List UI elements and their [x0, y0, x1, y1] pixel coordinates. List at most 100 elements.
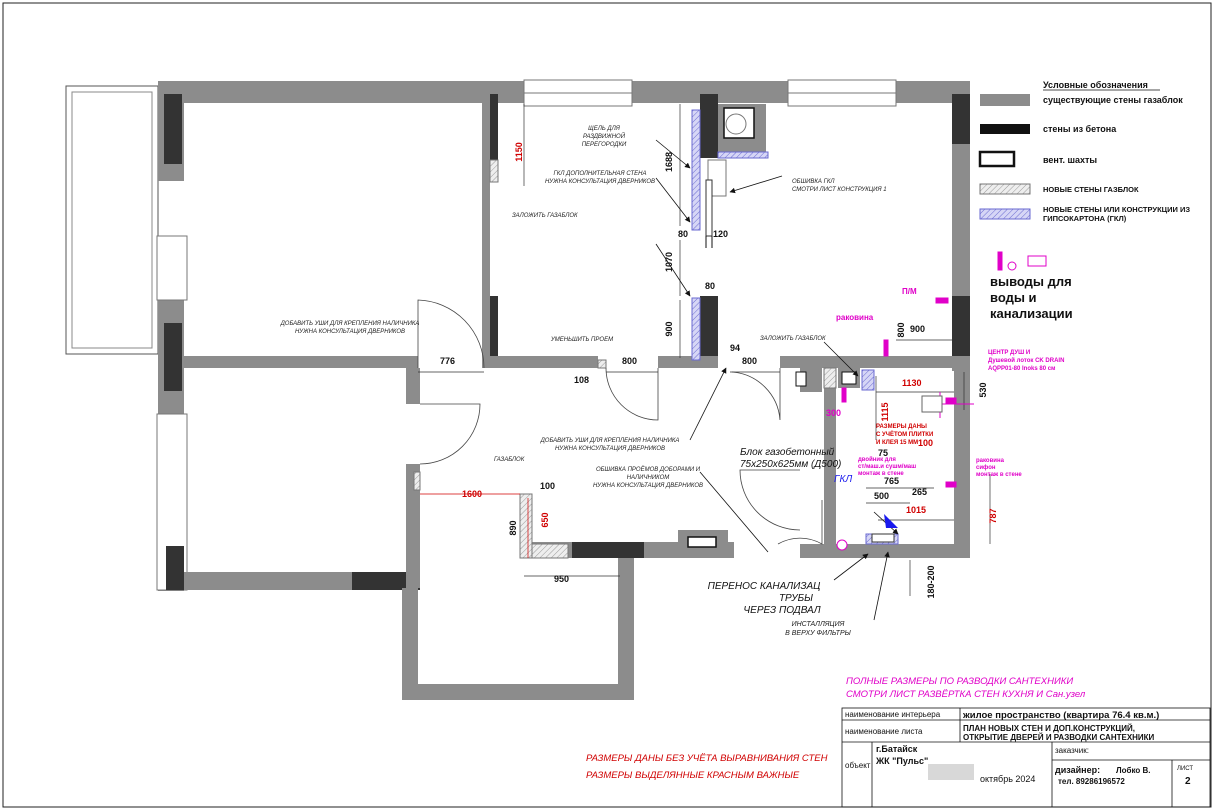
dim-800b: 800: [742, 356, 757, 366]
label-siphon-2: сифон: [976, 464, 996, 471]
legend-water-2: воды и: [990, 290, 1037, 305]
dim-80b: 80: [705, 281, 715, 291]
note-perenos: ПЕРЕНОС КАНАЛИЗАЦ: [708, 581, 821, 592]
plumbing-labels: П/М раковина ЦЕНТР ДУШ И Душевой лоток C…: [836, 287, 1064, 478]
tb-sheet-no-label: ЛИСТ: [1177, 766, 1193, 772]
note-ears: ДОБАВИТЬ УШИ ДЛЯ КРЕПЛЕНИЯ НАЛИЧНИКА: [280, 321, 420, 327]
door-swings: [417, 299, 823, 545]
label-pm: П/М: [902, 287, 917, 296]
plan-notes: ЩЕЛЬ ДЛЯ РАЗДВИЖНОЙ ПЕРЕГОРОДКИ ГКЛ ДОПО…: [280, 126, 887, 637]
tb-designer-label: дизайнер:: [1055, 765, 1100, 775]
legend-swatch-new-gas: [979, 183, 1031, 195]
dim-1600: 1600: [462, 489, 482, 499]
label-double-3: монтаж в стене: [858, 471, 904, 477]
drain-icon: [1007, 261, 1017, 271]
tb-object-label: объект: [845, 761, 871, 770]
note-ears-b-2: НУЖНА КОНСУЛЬТАЦИЯ ДВЕРНИКОВ: [555, 446, 665, 452]
label-sizes-2: С УЧЁТОМ ПЛИТКИ: [876, 431, 933, 438]
legend: Условные обозначения существующие стены …: [978, 80, 1190, 321]
dimension-labels: 1150 1688 80 120 1070 80 900 776 800 108…: [440, 142, 998, 598]
note-full-sizes: ПОЛНЫЕ РАЗМЕРЫ ПО РАЗВОДКИ САНТЕХНИКИ: [846, 676, 1073, 687]
tb-designer-name: Лобко В.: [1116, 766, 1150, 775]
note-red-2: РАЗМЕРЫ ВЫДЕЛЯННЫЕ КРАСНЫМ ВАЖНЫЕ: [586, 770, 800, 781]
legend-label-concrete: стены из бетона: [1043, 124, 1117, 134]
dim-800m: 800: [896, 322, 906, 337]
dim-300: 300: [826, 408, 841, 418]
label-siphon-3: монтаж в стене: [976, 472, 1022, 478]
dim-180: 180-200: [926, 565, 936, 598]
tap-icon: [997, 251, 1003, 271]
tb-client-label: заказчик:: [1055, 746, 1089, 755]
legend-label-gkl: НОВЫЕ СТЕНЫ ИЛИ КОНСТРУКЦИИ ИЗ: [1043, 205, 1190, 214]
label-shower-3: AQPP01-80 Inoks 80 см: [988, 366, 1056, 372]
note-install-2: В ВЕРХУ ФИЛЬТРЫ: [785, 630, 851, 637]
tb-interior-value: жилое пространство (квартира 76.4 кв.м.): [962, 710, 1159, 721]
dim-100b: 100: [540, 481, 555, 491]
note-red-1: РАЗМЕРЫ ДАНЫ БЕЗ УЧЁТА ВЫРАВНИВАНИЯ СТЕН: [586, 753, 828, 764]
dim-80a: 80: [678, 229, 688, 239]
dim-900v: 900: [664, 321, 674, 336]
window-left: [156, 235, 188, 301]
note-obshivka: ОБШИВКА ГКЛ: [792, 179, 835, 185]
legend-label-vent: вент. шахты: [1043, 155, 1097, 165]
note-block-2: 75x250x625мм (Д500): [740, 459, 841, 470]
label-sink: раковина: [836, 313, 874, 322]
tb-sheet-value: ПЛАН НОВЫХ СТЕН И ДОП.КОНСТРУКЦИЙ,: [963, 724, 1135, 733]
label-sizes-3: И КЛЕЯ 15 ММ: [876, 440, 918, 446]
dim-1130: 1130: [902, 378, 922, 388]
note-install: ИНСТАЛЛЯЦИЯ: [792, 621, 845, 628]
tb-phone: тел. 89286196572: [1058, 777, 1125, 786]
legend-label-gas: существующие стены газаблок: [1043, 95, 1183, 105]
legend-title: Условные обозначения: [1043, 80, 1148, 90]
legend-water-3: канализации: [990, 306, 1073, 321]
shower-icon: [1027, 255, 1047, 267]
label-sizes: РАЗМЕРЫ ДАНЫ: [876, 424, 927, 430]
dim-890: 890: [508, 520, 518, 535]
legend-swatch-vent: [978, 150, 1016, 168]
note-proem: ОБШИВКА ПРОЁМОВ ДОБОРАМИ И: [596, 466, 701, 473]
label-siphon: раковина: [976, 458, 1005, 464]
tb-city: г.Батайск: [876, 744, 918, 754]
label-double-2: ст/маш.и сушм/маш: [858, 464, 916, 470]
note-slot-2: РАЗДВИЖНОЙ: [583, 132, 626, 140]
label-shower-2: Душевой лоток CK DRAIN: [988, 357, 1064, 364]
installation: [871, 533, 895, 543]
tb-date: октябрь 2024: [980, 774, 1035, 784]
tb-complex: ЖК "Пульс": [875, 756, 928, 766]
dim-530: 530: [978, 382, 988, 397]
dim-900h: 900: [910, 324, 925, 334]
title-block: [841, 707, 1211, 808]
washer: [921, 395, 943, 413]
general-notes: ПОЛНЫЕ РАЗМЕРЫ ПО РАЗВОДКИ САНТЕХНИКИ СМ…: [586, 676, 1086, 781]
tb-interior-label: наименование интерьера: [845, 710, 941, 719]
title-block-text: наименование интерьера жилое пространств…: [845, 710, 1193, 787]
tb-sheet-no: 2: [1185, 776, 1191, 787]
note-obshivka-2: СМОТРИ ЛИСТ КОНСТРУКЦИЯ 1: [792, 187, 887, 193]
balcony: [65, 85, 159, 355]
note-gkl-wall-2: НУЖНА КОНСУЛЬТАЦИЯ ДВЕРНИКОВ: [545, 179, 655, 185]
label-double: двойник для: [858, 456, 896, 463]
note-ears-b: ДОБАВИТЬ УШИ ДЛЯ КРЕПЛЕНИЯ НАЛИЧНИКА: [540, 438, 680, 444]
note-gkl-wall: ГКЛ ДОПОЛНИТЕЛЬНАЯ СТЕНА: [554, 171, 647, 177]
dim-265: 265: [912, 487, 927, 497]
legend-swatch-gkl: [979, 208, 1031, 220]
dim-500: 500: [874, 491, 889, 501]
dim-108: 108: [574, 375, 589, 385]
note-perenos-3: ЧЕРЕЗ ПОДВАЛ: [743, 605, 820, 616]
note-gazablok: ГАЗАБЛОК: [494, 457, 525, 463]
legend-label-gkl-2: ГИПСОКАРТОНА (ГКЛ): [1043, 214, 1127, 223]
note-ears-2: НУЖНА КОНСУЛЬТАЦИЯ ДВЕРНИКОВ: [295, 329, 405, 335]
dim-650: 650: [540, 512, 550, 527]
legend-water: выводы для: [990, 274, 1072, 289]
dim-950: 950: [554, 574, 569, 584]
dim-120: 120: [713, 229, 728, 239]
dim-1070: 1070: [664, 252, 674, 272]
dim-765: 765: [884, 476, 899, 486]
note-block: Блок газобетонный: [740, 446, 835, 458]
legend-swatch-concrete: [980, 124, 1030, 134]
tb-redacted: [928, 764, 974, 780]
dim-75: 75: [878, 448, 888, 458]
note-full-sizes-2: СМОТРИ ЛИСТ РАЗВЁРТКА СТЕН КУХНЯ И Сан.у…: [846, 689, 1086, 700]
note-reduce: УМЕНЬШИТЬ ПРОЕМ: [550, 337, 613, 343]
blue-marker: [884, 514, 898, 528]
